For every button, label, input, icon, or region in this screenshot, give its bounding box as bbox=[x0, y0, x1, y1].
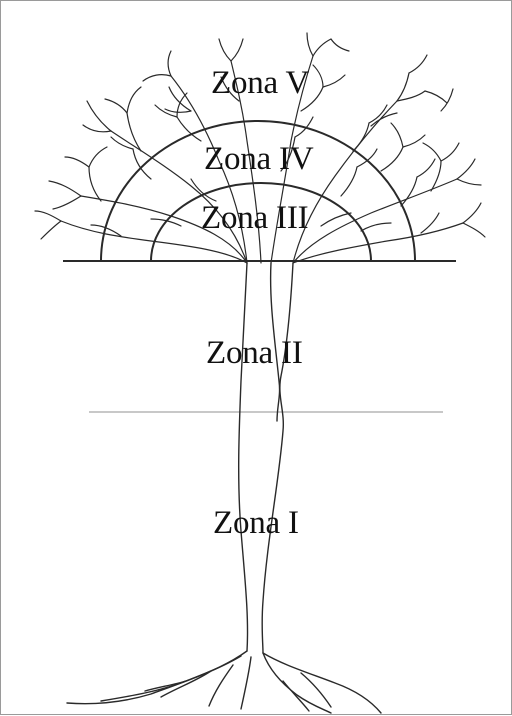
tree-trunk bbox=[239, 263, 293, 653]
tree-roots bbox=[67, 651, 381, 713]
zone-iii-label: Zona III bbox=[201, 202, 308, 235]
zone-v-label: Zona V bbox=[211, 67, 309, 100]
zone-iv-label: Zona IV bbox=[204, 143, 313, 176]
zone-ii-label: Zona II bbox=[206, 337, 303, 370]
zone-i-label: Zona I bbox=[213, 507, 299, 540]
